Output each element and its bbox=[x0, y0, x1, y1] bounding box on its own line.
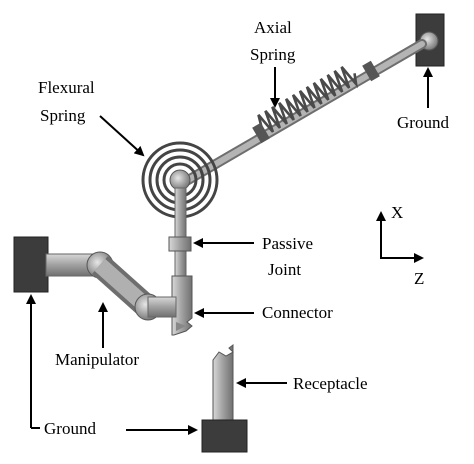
ground-block-bottom bbox=[201, 419, 248, 453]
coordinate-axes: X Z bbox=[376, 203, 424, 288]
connector-label: Connector bbox=[262, 303, 333, 322]
manipulator-arm bbox=[13, 236, 177, 321]
passive-joint-collar bbox=[168, 236, 192, 252]
axial-spring-label-line2: Spring bbox=[250, 45, 296, 64]
receptacle-label: Receptacle bbox=[293, 374, 368, 393]
vertical-rod bbox=[174, 187, 187, 277]
flexural-spring-label-line2: Spring bbox=[40, 106, 86, 125]
axial-spring bbox=[252, 60, 380, 144]
ground-top-label: Ground bbox=[397, 113, 449, 132]
flexural-spring-pointer bbox=[99, 115, 145, 157]
manipulator-label: Manipulator bbox=[55, 350, 139, 369]
axial-rod bbox=[178, 39, 427, 188]
axial-spring-label-line1: Axial bbox=[254, 18, 292, 37]
x-axis-label: X bbox=[391, 203, 403, 222]
flexural-spring-label-line1: Flexural bbox=[38, 78, 95, 97]
z-axis-label: Z bbox=[414, 269, 424, 288]
passive-joint-label-line1: Passive bbox=[262, 234, 313, 253]
ground-bottom-label: Ground bbox=[44, 419, 96, 438]
connector-part bbox=[171, 275, 193, 336]
passive-joint-label-line2: Joint bbox=[268, 260, 301, 279]
receptacle-part bbox=[212, 344, 234, 423]
